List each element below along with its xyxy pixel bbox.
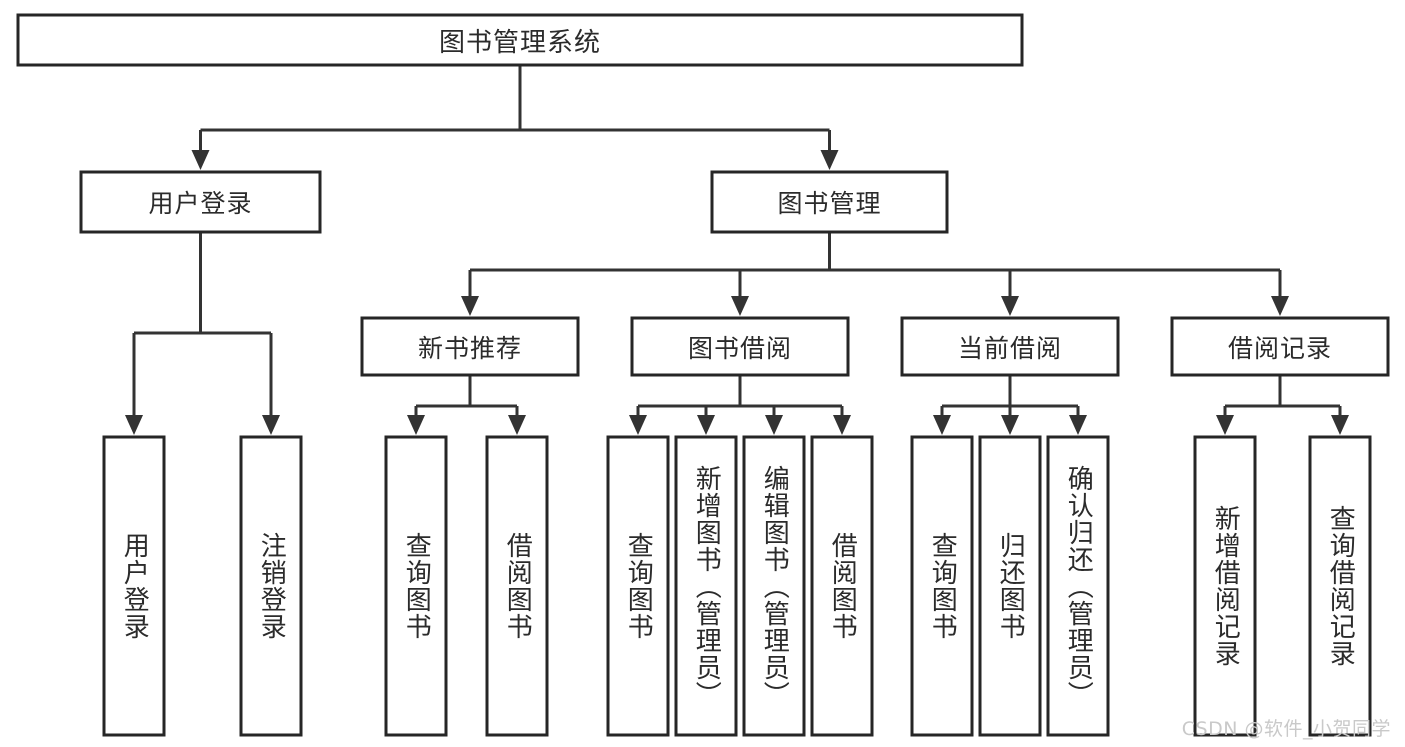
- arrow-head-icon: [508, 415, 526, 435]
- node-box-new-book-rec[interactable]: [360, 316, 580, 377]
- watermark-text: CSDN @软件_小贺同学: [1181, 718, 1391, 740]
- node-box-leaf-cb-query[interactable]: [910, 435, 974, 737]
- node-box-root[interactable]: [16, 13, 1024, 67]
- arrow-head-icon: [697, 415, 715, 435]
- node-box-current-borrow[interactable]: [900, 316, 1120, 377]
- node-box-leaf-bb-edit[interactable]: [742, 435, 806, 737]
- arrow-head-icon: [407, 415, 425, 435]
- node-box-leaf-br-add[interactable]: [1193, 435, 1257, 737]
- node-box-leaf-bb-borrow[interactable]: [810, 435, 874, 737]
- arrow-head-icon: [461, 296, 479, 316]
- arrow-head-icon: [833, 415, 851, 435]
- arrow-head-icon: [1001, 296, 1019, 316]
- node-box-leaf-cb-return[interactable]: [978, 435, 1042, 737]
- arrow-head-icon: [191, 150, 210, 170]
- arrow-head-icon: [1331, 415, 1349, 435]
- arrow-head-icon: [933, 415, 951, 435]
- node-boxes-layer: [16, 13, 1390, 737]
- node-box-leaf-user-login[interactable]: [102, 435, 166, 737]
- arrow-head-icon: [1216, 415, 1234, 435]
- arrow-head-icon: [1069, 415, 1087, 435]
- node-box-borrow-record[interactable]: [1170, 316, 1390, 377]
- node-box-leaf-rec-query[interactable]: [384, 435, 448, 737]
- node-box-book-manage[interactable]: [710, 170, 949, 234]
- arrow-head-icon: [765, 415, 783, 435]
- node-box-user-login[interactable]: [79, 170, 322, 234]
- arrow-head-icon: [820, 150, 839, 170]
- arrow-head-icon: [1271, 296, 1289, 316]
- connectors-layer: [125, 65, 1349, 435]
- node-box-leaf-user-logout[interactable]: [239, 435, 303, 737]
- arrow-head-icon: [629, 415, 647, 435]
- node-box-leaf-bb-add[interactable]: [674, 435, 738, 737]
- arrow-head-icon: [731, 296, 749, 316]
- node-box-leaf-rec-borrow[interactable]: [485, 435, 549, 737]
- arrow-head-icon: [125, 415, 143, 435]
- node-box-leaf-bb-query[interactable]: [606, 435, 670, 737]
- node-box-leaf-cb-confirm[interactable]: [1046, 435, 1110, 737]
- arrow-head-icon: [1001, 415, 1019, 435]
- arrow-head-icon: [262, 415, 280, 435]
- node-box-book-borrow[interactable]: [630, 316, 850, 377]
- node-box-leaf-br-query[interactable]: [1308, 435, 1372, 737]
